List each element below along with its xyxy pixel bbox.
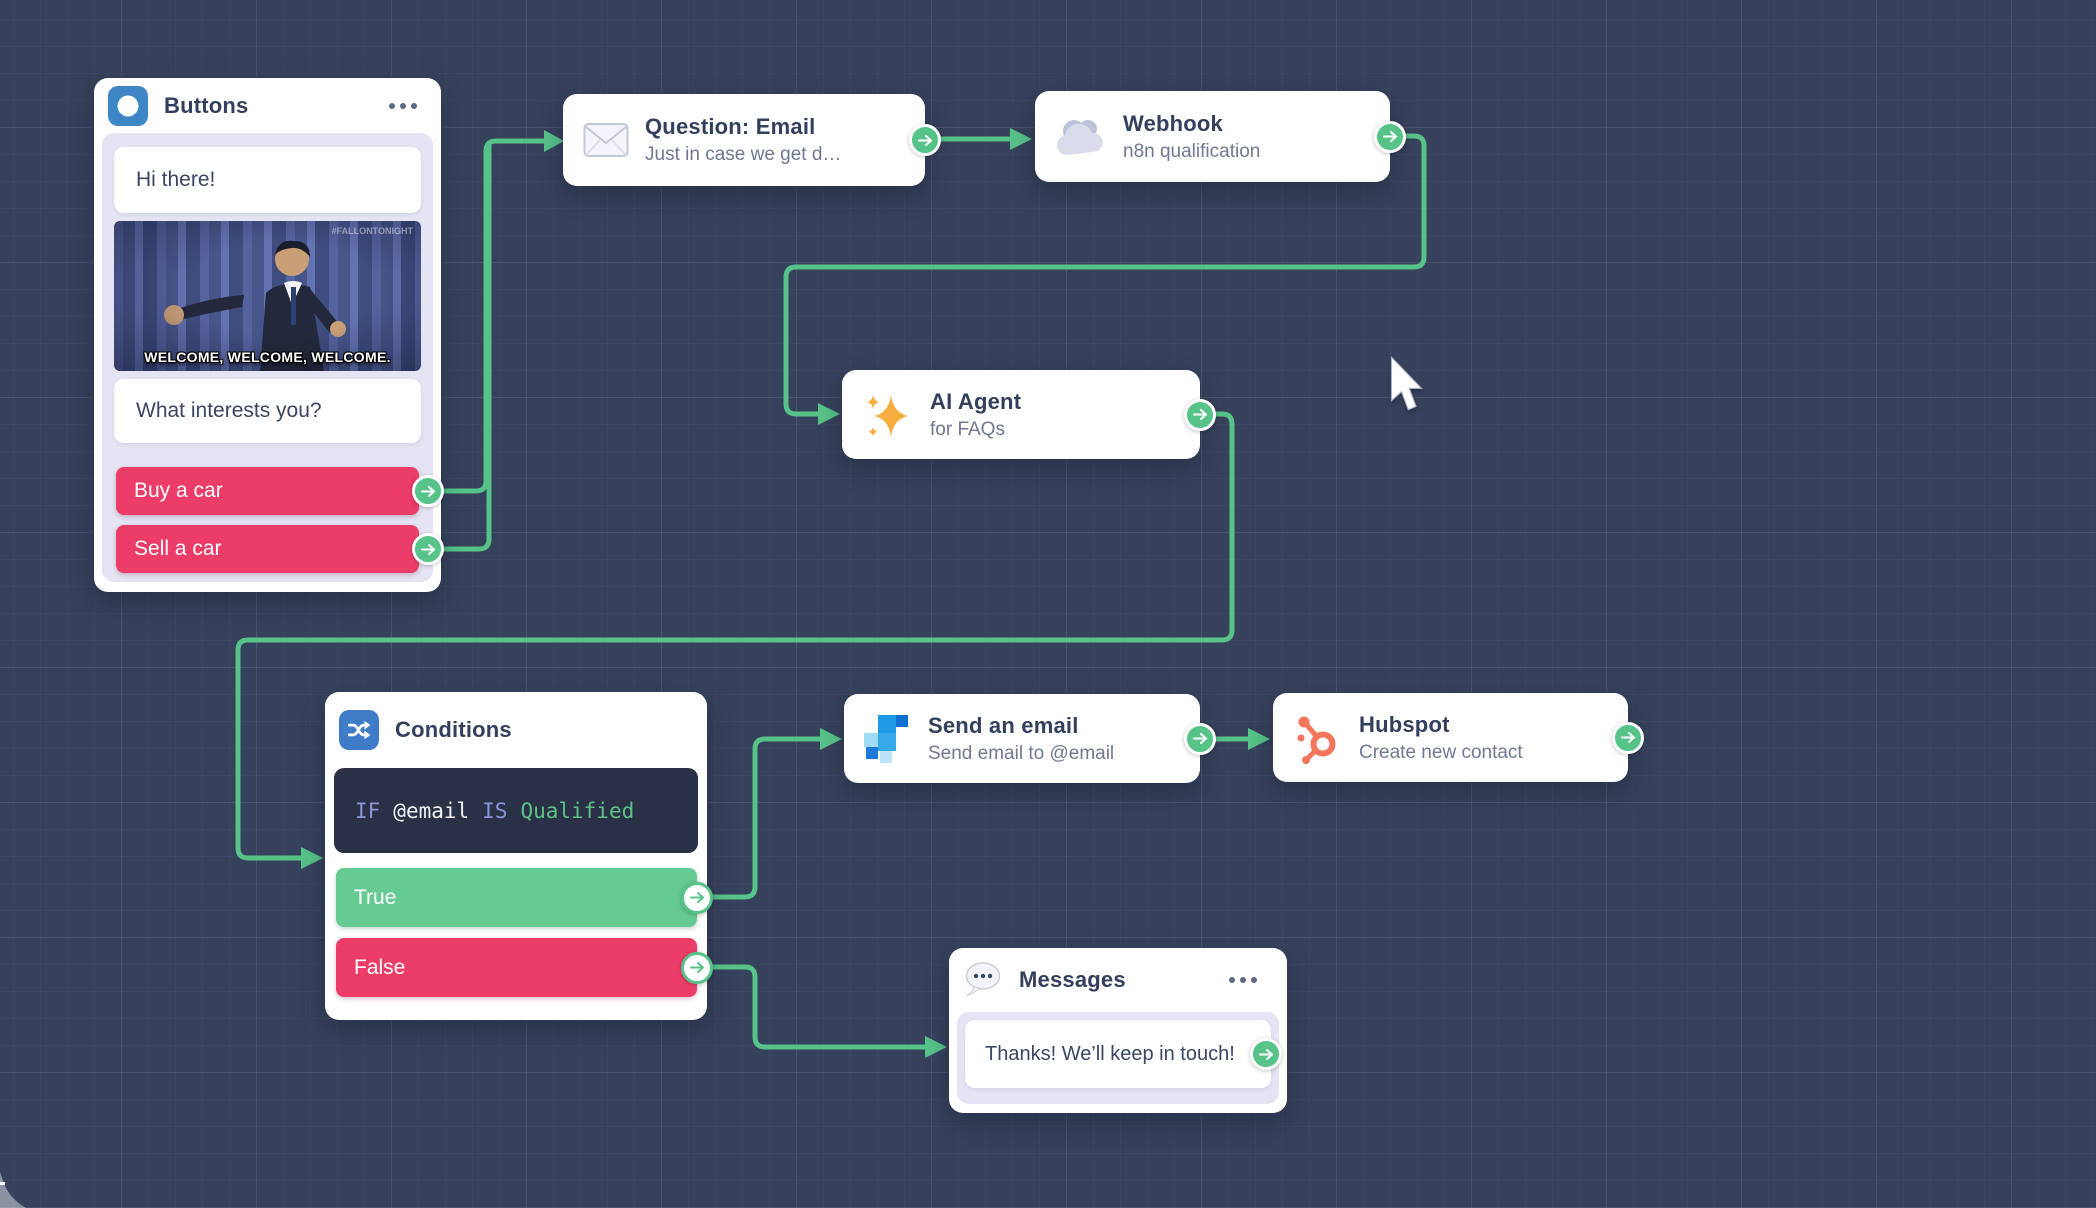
output-port-buy-a-car[interactable] [412,475,444,507]
code-value: Qualified [520,798,635,823]
output-port-hubspot[interactable] [1612,721,1644,754]
node-subtitle: Create new contact [1359,741,1523,763]
corner-fragment [0,1172,26,1208]
node-title: Messages [1019,967,1126,992]
buttons-node-icon [108,85,148,126]
node-subtitle: Just in case we get d… [645,144,842,165]
mouse-cursor [1390,356,1423,411]
connection-webhook-to-ai[interactable] [783,133,1427,417]
envelope-icon [583,122,629,158]
node-messages[interactable]: Messages Thanks! We’ll keep in touch! [949,948,1287,1113]
choice-label: Sell a car [134,537,222,560]
node-subtitle: n8n qualification [1123,140,1261,162]
node-title: Conditions [395,717,512,742]
choice-label: Buy a car [134,479,223,502]
output-port-true[interactable] [681,881,713,914]
code-variable: @email [393,798,470,823]
connection-sell-to-question[interactable] [438,141,492,552]
arrowhead-into-sendemail [820,728,842,750]
condition-expression[interactable]: IF @email IS Qualified [334,768,698,853]
message-text: Hi there! [136,168,216,191]
arrowhead-into-conditions [301,847,323,869]
output-port-messages[interactable] [1250,1038,1282,1070]
message-text: What interests you? [136,399,322,422]
message-bubble[interactable]: Hi there! [114,147,421,213]
node-title: AI Agent [930,388,1022,414]
node-buttons[interactable]: Buttons Hi there! [94,78,444,592]
sparkles-icon [862,387,914,443]
node-conditions[interactable]: Conditions IF @email IS Qualified True F… [325,692,713,1020]
node-title: Send an email [928,712,1079,738]
message-text: Thanks! We’ll keep in touch! [985,1042,1235,1065]
choice-button-sell-a-car[interactable]: Sell a car [116,525,444,573]
code-keyword-is: IS [482,798,508,823]
mosaic-icon [864,714,912,763]
branch-label: False [354,955,406,979]
node-title: Question: Email [645,114,816,139]
node-title: Hubspot [1359,711,1450,737]
code-keyword-if: IF [355,798,381,823]
output-port-sell-a-car[interactable] [412,533,444,565]
hubspot-sprocket-icon [1293,712,1343,764]
output-port-send-an-email[interactable] [1184,722,1216,755]
messages-node-body: Thanks! We’ll keep in touch! [957,1012,1282,1104]
node-hubspot[interactable]: Hubspot Create new contact [1273,693,1644,782]
cloud-icon [1055,116,1107,158]
message-bubble[interactable]: What interests you? [114,379,421,443]
shuffle-icon [339,710,379,750]
arrowhead-into-webhook [1010,128,1032,150]
node-menu-button[interactable] [1229,977,1257,983]
node-title: Webhook [1123,110,1223,136]
node-send-an-email[interactable]: Send an email Send email to @email [844,694,1216,783]
connection-false-to-messages[interactable] [694,964,928,1050]
gif-caption: WELCOME, WELCOME, WELCOME. [144,349,391,365]
speech-bubble-icon [963,961,1003,999]
output-port-webhook[interactable] [1374,120,1406,153]
connection-ai-to-conditions[interactable] [235,411,1235,861]
node-webhook[interactable]: Webhook n8n qualification [1035,91,1406,182]
branch-label: True [354,885,397,909]
connection-true-to-sendemail[interactable] [694,736,823,900]
output-port-false[interactable] [681,951,713,984]
arrowhead-into-ai [818,403,840,425]
branch-false[interactable]: False [336,938,713,997]
node-subtitle: for FAQs [930,418,1005,440]
node-menu-button[interactable] [389,102,417,109]
node-question-email[interactable]: Question: Email Just in case we get d… [563,94,941,186]
buttons-node-body: Hi there! #FALLONTONIGHT WELCOME, [102,133,444,582]
output-port-question-email[interactable] [909,124,941,156]
output-port-ai-agent[interactable] [1184,398,1216,431]
connection-buy-to-question[interactable] [438,138,547,494]
node-subtitle: Send email to @email [928,742,1115,764]
node-buttons-header: Buttons [94,78,441,133]
choice-button-buy-a-car[interactable]: Buy a car [116,467,444,515]
node-conditions-header: Conditions [325,692,707,768]
node-title: Buttons [164,92,249,118]
arrowhead-into-question [544,130,564,152]
gif-hashtag: #FALLONTONIGHT [331,226,413,236]
node-ai-agent[interactable]: AI Agent for FAQs [842,370,1216,459]
branch-true[interactable]: True [336,868,713,927]
gif-vignette [114,221,421,371]
welcome-gif-image[interactable]: #FALLONTONIGHT WELCOME, WELCOME, WELCOME… [114,221,421,371]
node-messages-header: Messages [949,948,1287,1012]
arrowhead-into-messages [925,1036,947,1058]
circle-icon [117,95,139,116]
message-bubble[interactable]: Thanks! We’ll keep in touch! [965,1020,1282,1088]
gif-person-illustration [164,240,346,371]
arrowhead-into-hubspot [1248,728,1270,750]
